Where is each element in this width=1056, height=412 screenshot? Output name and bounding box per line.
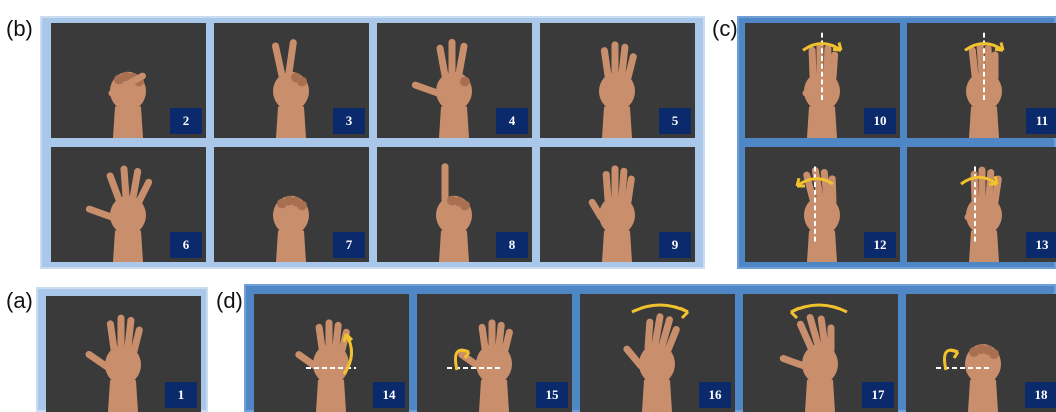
hand-gesture-icon bbox=[295, 319, 356, 412]
gesture-number-badge: 7 bbox=[333, 232, 365, 258]
gesture-number-badge: 15 bbox=[536, 382, 568, 408]
panel-b-tile-8: 8 bbox=[377, 147, 532, 262]
gesture-number-badge: 13 bbox=[1026, 232, 1056, 258]
gesture-number-badge: 9 bbox=[659, 232, 691, 258]
hand-gesture-icon bbox=[802, 32, 843, 138]
panel-c-tile-10: 10 bbox=[745, 23, 900, 138]
panel-d-tile-18: 18 bbox=[906, 294, 1056, 412]
gesture-number-badge: 14 bbox=[373, 382, 405, 408]
motion-arrow-icon bbox=[631, 303, 690, 320]
hand-gesture-icon bbox=[964, 32, 1005, 138]
motion-arrow-icon bbox=[795, 166, 834, 245]
panel-b-tile-7: 7 bbox=[214, 147, 369, 262]
hand-gesture-icon bbox=[960, 166, 1002, 262]
motion-arrow-icon bbox=[789, 303, 848, 320]
hand-gesture-icon bbox=[779, 303, 848, 412]
panel-c-tile-12: 12 bbox=[745, 147, 900, 262]
panel-d-tile-16: 16 bbox=[580, 294, 735, 412]
hand-gesture-icon bbox=[411, 38, 472, 138]
panel-a-tile-1: 1 bbox=[46, 296, 201, 412]
gesture-number-badge: 12 bbox=[864, 232, 896, 258]
gesture-number-badge: 10 bbox=[864, 108, 896, 134]
hand-gesture-icon bbox=[85, 165, 153, 262]
panel-label-b: (b) bbox=[6, 16, 33, 41]
gesture-number-badge: 8 bbox=[496, 232, 528, 258]
gesture-number-badge: 4 bbox=[496, 108, 528, 134]
hand-gesture-icon bbox=[272, 39, 309, 138]
panel-b-tile-9: 9 bbox=[540, 147, 695, 262]
motion-arrow-icon bbox=[306, 332, 356, 375]
panel-b-tile-3: 3 bbox=[214, 23, 369, 138]
hand-gesture-icon bbox=[273, 195, 309, 262]
panel-b-tile-6: 6 bbox=[51, 147, 206, 262]
panel-d-tile-17: 17 bbox=[743, 294, 898, 412]
gesture-number-badge: 11 bbox=[1026, 108, 1056, 134]
panel-c-tile-11: 11 bbox=[907, 23, 1056, 138]
hand-gesture-icon bbox=[936, 344, 1001, 412]
hand-gesture-icon bbox=[436, 163, 472, 262]
motion-arrow-icon bbox=[964, 32, 1005, 101]
gesture-number-badge: 16 bbox=[699, 382, 731, 408]
gesture-number-badge: 5 bbox=[659, 108, 691, 134]
hand-gesture-icon bbox=[599, 41, 637, 138]
panel-c-tile-13: 13 bbox=[907, 147, 1056, 262]
motion-arrow-icon bbox=[802, 32, 843, 101]
motion-arrow-icon bbox=[447, 348, 503, 371]
hand-gesture-icon bbox=[447, 319, 513, 412]
panel-label-d: (d) bbox=[216, 288, 243, 313]
panel-label-c: (c) bbox=[712, 16, 738, 41]
gesture-number-badge: 18 bbox=[1025, 382, 1056, 408]
gesture-number-badge: 17 bbox=[862, 382, 894, 408]
motion-arrow-icon bbox=[960, 166, 999, 245]
motion-arrow-icon bbox=[936, 348, 992, 371]
gesture-number-badge: 1 bbox=[165, 382, 197, 408]
panel-b-tile-5: 5 bbox=[540, 23, 695, 138]
panel-b-tile-4: 4 bbox=[377, 23, 532, 138]
hand-gesture-icon bbox=[85, 314, 143, 412]
gesture-number-badge: 3 bbox=[333, 108, 365, 134]
hand-gesture-icon bbox=[795, 166, 840, 262]
hand-gesture-icon bbox=[108, 71, 146, 138]
panel-b-tile-2: 2 bbox=[51, 23, 206, 138]
gesture-number-badge: 2 bbox=[170, 108, 202, 134]
panel-d-tile-14: 14 bbox=[254, 294, 409, 412]
gesture-number-badge: 6 bbox=[170, 232, 202, 258]
panel-label-a: (a) bbox=[6, 288, 33, 313]
panel-d-tile-15: 15 bbox=[417, 294, 572, 412]
hand-gesture-icon bbox=[623, 303, 690, 412]
hand-gesture-icon bbox=[588, 165, 635, 262]
